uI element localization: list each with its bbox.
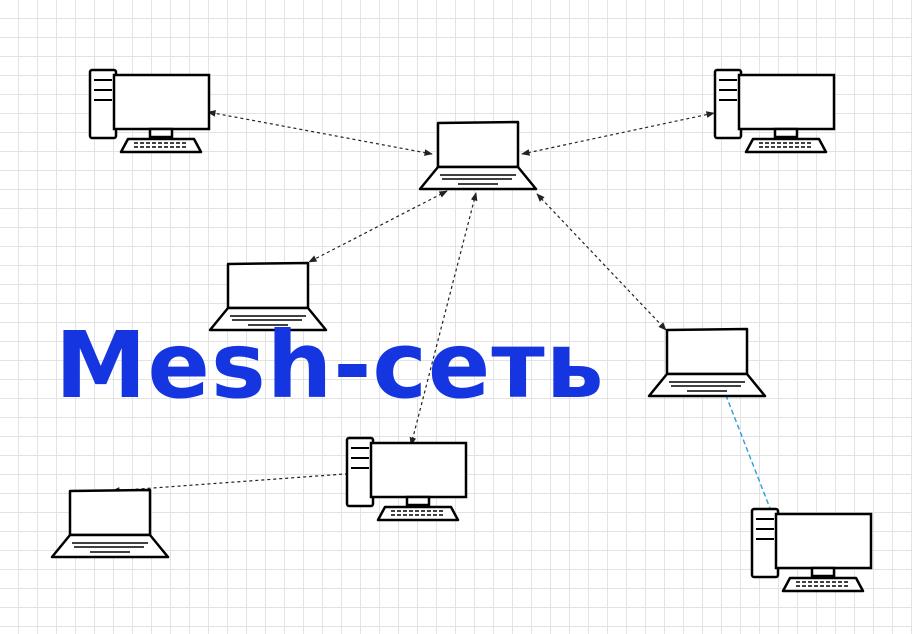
laptop-icon[interactable] <box>208 261 328 332</box>
laptop-icon[interactable] <box>647 327 767 398</box>
desktop-icon[interactable] <box>713 68 836 154</box>
desktop-icon[interactable] <box>750 507 873 593</box>
desktop-icon[interactable] <box>88 68 211 154</box>
link-laptop-right-desktop-bottom-right[interactable] <box>719 379 774 517</box>
link-laptop-center-top-desktop-top-right[interactable] <box>521 111 715 156</box>
laptop-icon[interactable] <box>50 488 170 559</box>
diagram-title: Mesh-сеть <box>55 312 605 419</box>
link-laptop-center-top-desktop-top-left[interactable] <box>207 110 433 156</box>
desktop-icon[interactable] <box>345 436 468 522</box>
link-laptop-center-top-desktop-center-bottom[interactable] <box>409 192 478 446</box>
link-desktop-center-bottom-laptop-bottom-left[interactable] <box>111 469 373 494</box>
link-laptop-center-top-laptop-right[interactable] <box>536 193 667 331</box>
link-laptop-center-top-laptop-mid-left[interactable] <box>308 190 448 263</box>
laptop-icon[interactable] <box>418 120 538 191</box>
